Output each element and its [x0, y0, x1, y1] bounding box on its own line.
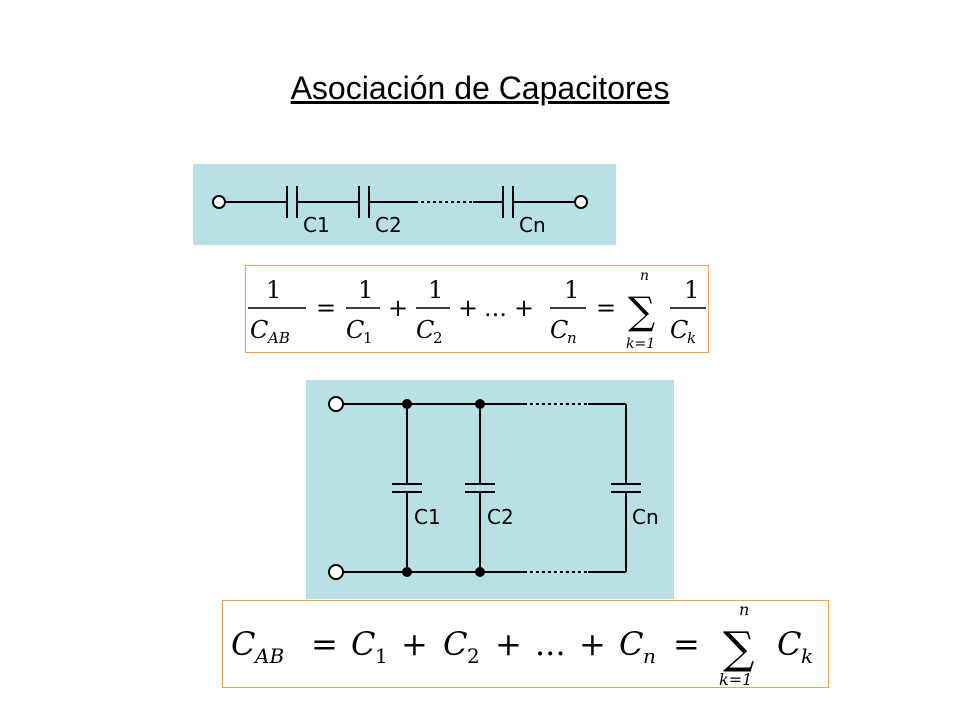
fraction-numerator: 1: [564, 276, 579, 304]
fraction-numerator: 1: [358, 276, 373, 304]
den-sub: n: [567, 329, 577, 347]
sum-lower: k=1: [626, 336, 655, 352]
term-sub: 2: [467, 644, 480, 668]
fraction-numerator: 1: [684, 276, 699, 304]
series-formula: 1 C AB = 1 C 1 + 1 C 2 + ... + 1 C n =: [248, 268, 706, 352]
lhs-var: C: [231, 625, 255, 663]
sum-sign: ∑: [628, 289, 655, 333]
sum-upper: n: [739, 601, 749, 619]
equals-sign-1: =: [311, 625, 338, 663]
den-var: C: [670, 316, 688, 344]
junction-node: [475, 399, 485, 409]
page-title: Asociación de Capacitores: [290, 70, 670, 106]
ellipsis: ...: [535, 625, 566, 663]
parallel-circuit-diagram: C1 C2 Cn: [328, 396, 659, 580]
sum-upper: n: [640, 268, 649, 284]
lhs-sub: AB: [253, 644, 284, 668]
plus-sign: +: [579, 625, 606, 663]
series-formula-box: 1 C AB = 1 C 1 + 1 C 2 + ... + 1 C n =: [245, 265, 709, 353]
terminal-a: [212, 195, 226, 209]
terminal-b: [574, 195, 588, 209]
series-label-cn: Cn: [519, 213, 546, 237]
plus-sign: +: [388, 294, 408, 322]
lhs-den-sub: AB: [266, 329, 290, 347]
parallel-label-cn: Cn: [632, 505, 659, 529]
terminal-a: [328, 396, 344, 412]
parallel-label-c1: C1: [414, 505, 441, 529]
parallel-circuit-panel: C1 C2 Cn: [306, 380, 674, 599]
term-sub: 1: [375, 644, 388, 668]
lhs-den-var: C: [250, 316, 268, 344]
term-sub: k: [801, 644, 813, 668]
series-circuit-diagram: C1 C2 Cn: [212, 186, 588, 237]
series-label-c2: C2: [375, 213, 402, 237]
fraction-numerator: 1: [266, 276, 281, 304]
parallel-formula-box: C AB = C 1 + C 2 + ... + C n = n ∑ k=1 C…: [222, 600, 829, 689]
den-sub: 1: [363, 329, 373, 347]
equals-sign-1: =: [316, 294, 336, 322]
series-label-c1: C1: [303, 213, 330, 237]
den-var: C: [550, 316, 568, 344]
sum-lower: k=1: [719, 670, 752, 687]
junction-node: [402, 567, 412, 577]
term-var: C: [619, 625, 643, 663]
ellipsis: ...: [484, 294, 507, 322]
series-circuit-panel: C1 C2 Cn: [193, 164, 616, 245]
term-var: C: [777, 625, 801, 663]
den-sub: k: [687, 329, 696, 347]
den-var: C: [416, 316, 434, 344]
junction-node: [402, 399, 412, 409]
plus-sign: +: [514, 294, 534, 322]
sum-sign: ∑: [723, 623, 754, 674]
term-sub: n: [643, 644, 656, 668]
plus-sign: +: [495, 625, 522, 663]
terminal-b: [328, 564, 344, 580]
equals-sign-2: =: [596, 294, 616, 322]
den-var: C: [346, 316, 364, 344]
junction-node: [475, 567, 485, 577]
equals-sign-2: =: [673, 625, 700, 663]
term-var: C: [443, 625, 467, 663]
parallel-formula: C AB = C 1 + C 2 + ... + C n = n ∑ k=1 C…: [231, 600, 813, 689]
plus-sign: +: [401, 625, 428, 663]
parallel-label-c2: C2: [487, 505, 514, 529]
plus-sign: +: [458, 294, 478, 322]
fraction-numerator: 1: [428, 276, 443, 304]
den-sub: 2: [433, 329, 443, 347]
term-var: C: [351, 625, 375, 663]
